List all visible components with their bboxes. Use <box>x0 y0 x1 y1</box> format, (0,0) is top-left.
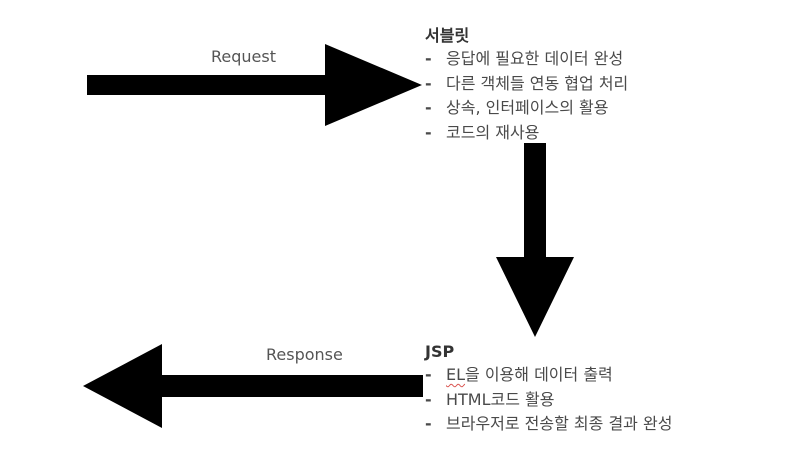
list-dash: - <box>425 122 432 142</box>
servlet-box: 서블릿 -응답에 필요한 데이터 완성 -다른 객체들 연동 협업 처리 -상속… <box>425 25 628 145</box>
servlet-item-text: 상속, 인터페이스의 활용 <box>446 98 609 117</box>
el-keyword: EL <box>446 365 466 384</box>
servlet-list-item: -다른 객체들 연동 협업 처리 <box>425 72 628 97</box>
servlet-list-item: -응답에 필요한 데이터 완성 <box>425 47 628 72</box>
list-dash: - <box>425 365 432 384</box>
servlet-title: 서블릿 <box>425 26 470 45</box>
servlet-list: -응답에 필요한 데이터 완성 -다른 객체들 연동 협업 처리 -상속, 인터… <box>425 47 628 145</box>
jsp-list-item: -브라우저로 전송할 최종 결과 완성 <box>425 412 672 437</box>
list-dash: - <box>425 98 432 117</box>
jsp-list-item: -HTML코드 활용 <box>425 388 672 413</box>
response-arrow <box>83 344 423 428</box>
servlet-list-item: -코드의 재사용 <box>425 121 628 146</box>
jsp-list: -EL을 이용해 데이터 출력 -HTML코드 활용 -브라우저로 전송할 최종… <box>425 363 672 437</box>
list-dash: - <box>425 73 432 93</box>
servlet-item-text: 다른 객체들 연동 협업 처리 <box>446 73 629 93</box>
jsp-item-text: 브라우저로 전송할 최종 결과 완성 <box>446 414 673 433</box>
request-label: Request <box>211 47 276 66</box>
jsp-item-text: 을 이용해 데이터 출력 <box>465 365 613 384</box>
jsp-title: JSP <box>425 342 455 361</box>
jsp-item-text: HTML코드 활용 <box>446 389 555 409</box>
servlet-item-text: 코드의 재사용 <box>446 122 540 142</box>
list-dash: - <box>425 49 432 68</box>
jsp-box: JSP -EL을 이용해 데이터 출력 -HTML코드 활용 -브라우저로 전송… <box>425 341 672 437</box>
down-arrow <box>496 143 574 337</box>
servlet-list-item: -상속, 인터페이스의 활용 <box>425 96 628 121</box>
request-arrow <box>87 44 422 126</box>
response-label: Response <box>266 345 343 364</box>
servlet-item-text: 응답에 필요한 데이터 완성 <box>446 49 624 68</box>
list-dash: - <box>425 389 432 409</box>
list-dash: - <box>425 414 432 433</box>
jsp-list-item: -EL을 이용해 데이터 출력 <box>425 363 672 388</box>
